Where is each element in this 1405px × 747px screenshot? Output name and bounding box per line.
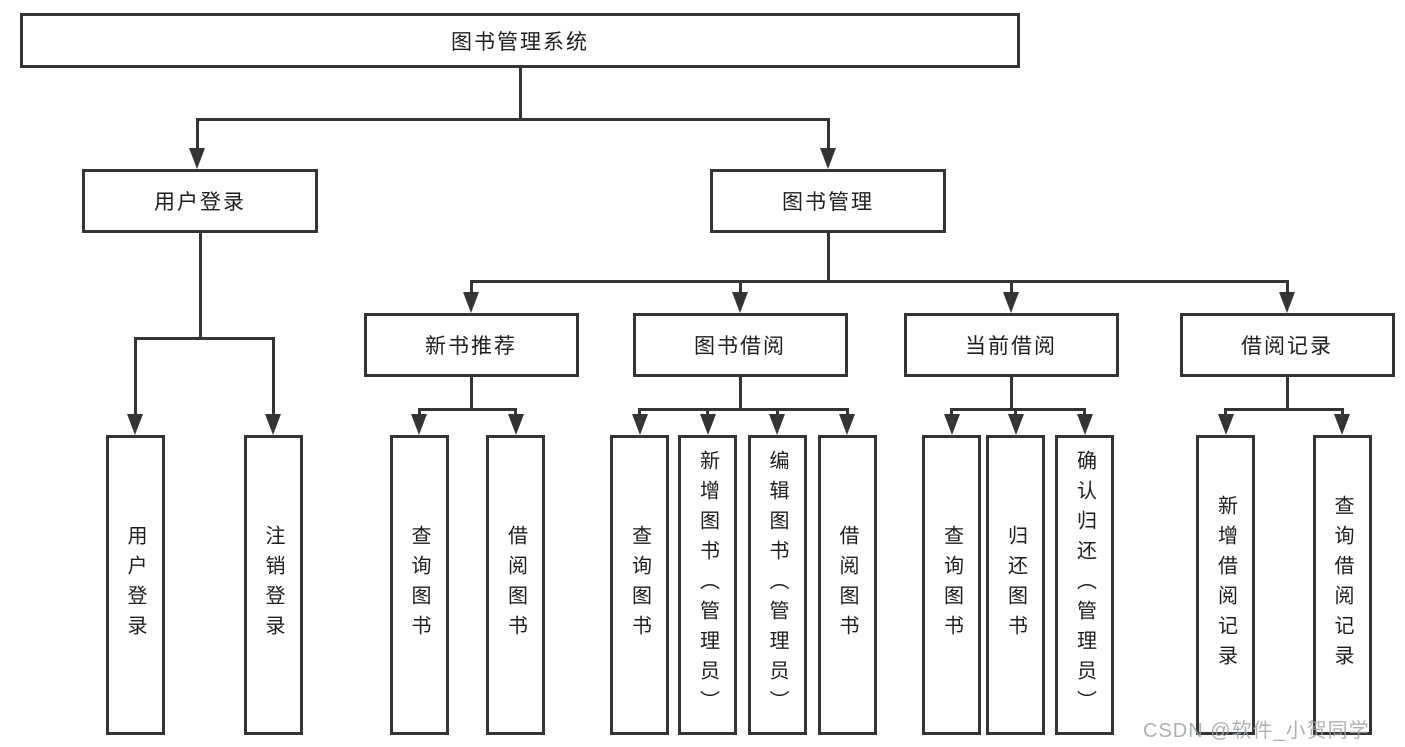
node-book-management: 图书管理 — [710, 169, 946, 233]
node-library-management-system: 图书管理系统 — [20, 13, 1020, 68]
leaf-query-books-recommend: 查询图书 — [389, 435, 449, 735]
leaf-edit-book-admin: 编辑图书（管理员） — [747, 435, 807, 735]
node-label: 查询图书 — [940, 525, 963, 645]
connector-leaf-shaft — [638, 408, 641, 417]
connector-leaf-login-shaft — [133, 337, 137, 417]
leaf-query-books-borrow: 查询图书 — [610, 435, 669, 735]
connector-root-stub — [518, 68, 522, 120]
node-book-borrow: 图书借阅 — [632, 313, 848, 377]
connector-new-book-stub — [469, 377, 473, 411]
node-label: 新书推荐 — [425, 335, 517, 358]
leaf-logout: 注销登录 — [243, 435, 303, 735]
node-label: 当前借阅 — [965, 335, 1057, 358]
connector-level3-hline — [469, 280, 1289, 283]
arrowhead-leaf — [1217, 414, 1234, 435]
node-label: 归还图书 — [1004, 525, 1027, 645]
connector-book-borrow-stub — [738, 377, 742, 411]
leaf-add-book-admin: 新增图书（管理员） — [678, 435, 737, 735]
node-label: 确认归还（管理员） — [1073, 450, 1096, 720]
arrowhead-book-management — [820, 148, 836, 169]
connector-leaf-shaft — [775, 408, 779, 417]
arrowhead-new-book — [463, 292, 479, 313]
arrowhead-borrow-records — [1279, 292, 1295, 313]
arrowhead-leaf — [1076, 414, 1093, 435]
connector-leaf-shaft — [706, 408, 709, 417]
node-label: 新增借阅记录 — [1214, 495, 1237, 675]
node-current-borrow: 当前借阅 — [903, 313, 1119, 377]
connector-leaf-shaft — [1083, 408, 1086, 417]
connector-leaf-shaft — [1224, 408, 1227, 417]
arrowhead-user-login — [189, 148, 205, 169]
arrowhead-leaf — [699, 414, 716, 435]
leaf-query-books-current: 查询图书 — [922, 435, 981, 735]
node-label: 借阅图书 — [504, 525, 527, 645]
node-label: 用户登录 — [124, 525, 146, 645]
connector-leaf-shaft — [417, 408, 421, 417]
leaf-return-book: 归还图书 — [986, 435, 1045, 735]
connector-leaf-shaft — [514, 408, 517, 417]
leaf-confirm-return-admin: 确认归还（管理员） — [1055, 435, 1114, 735]
connector-user-login-shaft — [195, 118, 199, 152]
node-label: 查询图书 — [628, 525, 651, 645]
connector-leaf-shaft — [950, 408, 953, 417]
arrowhead-current-borrow — [1003, 292, 1019, 313]
arrowhead-book-borrow — [732, 292, 748, 313]
leaf-query-borrow-record: 查询借阅记录 — [1312, 435, 1372, 735]
node-label: 新增图书（管理员） — [696, 450, 719, 720]
arrowhead-leaf — [411, 414, 427, 435]
node-new-book-recommend: 新书推荐 — [363, 313, 579, 377]
connector-leaf-shaft — [1014, 408, 1017, 417]
connector-level2-hline — [195, 118, 830, 121]
connector-borrow-records-children-hline — [1224, 408, 1344, 411]
arrowhead-leaf-login — [127, 414, 143, 435]
connector-book-management-shaft — [826, 118, 830, 152]
leaf-add-borrow-record: 新增借阅记录 — [1196, 435, 1255, 735]
connector-new-book-shaft — [469, 280, 473, 296]
csdn-watermark: CSDN @软件_小贺同学 — [1143, 720, 1370, 742]
leaf-borrow-books: 借阅图书 — [817, 435, 877, 735]
connector-current-borrow-shaft — [1009, 280, 1013, 296]
node-user-login: 用户登录 — [82, 169, 318, 233]
node-label: 查询借阅记录 — [1331, 495, 1353, 675]
arrowhead-leaf — [1007, 414, 1024, 435]
node-label: 查询图书 — [408, 525, 430, 645]
connector-book-borrow-children-hline — [638, 408, 849, 411]
node-label: 图书管理系统 — [451, 30, 589, 54]
arrowhead-leaf — [1334, 414, 1350, 435]
node-label: 借阅记录 — [1241, 335, 1333, 358]
node-label: 用户登录 — [154, 191, 246, 214]
arrowhead-leaf-logout — [265, 414, 281, 435]
node-label: 注销登录 — [262, 525, 284, 645]
connector-borrow-records-shaft — [1285, 280, 1289, 296]
arrowhead-leaf — [943, 414, 960, 435]
leaf-user-login: 用户登录 — [105, 435, 165, 735]
connector-book-management-stub — [826, 233, 830, 283]
leaf-borrow-books-recommend: 借阅图书 — [486, 435, 545, 735]
connector-new-book-children-hline — [417, 408, 517, 411]
node-borrow-records: 借阅记录 — [1179, 313, 1395, 377]
connector-leaf-shaft — [845, 408, 849, 417]
connector-current-borrow-stub — [1009, 377, 1013, 411]
connector-leaf-shaft — [1340, 408, 1344, 417]
arrowhead-leaf — [631, 414, 648, 435]
connector-current-borrow-children-hline — [950, 408, 1086, 411]
connector-book-borrow-shaft — [738, 280, 742, 296]
connector-leaf-logout-shaft — [271, 337, 275, 417]
node-label: 编辑图书（管理员） — [766, 450, 788, 720]
node-label: 图书管理 — [782, 191, 874, 214]
node-label: 借阅图书 — [836, 525, 858, 645]
connector-user-login-stub — [198, 233, 202, 340]
connector-borrow-records-stub — [1285, 377, 1289, 411]
arrowhead-leaf — [839, 414, 855, 435]
arrowhead-leaf — [769, 414, 785, 435]
connector-user-login-children-hline — [133, 337, 275, 340]
node-label: 图书借阅 — [694, 335, 786, 358]
arrowhead-leaf — [507, 414, 524, 435]
